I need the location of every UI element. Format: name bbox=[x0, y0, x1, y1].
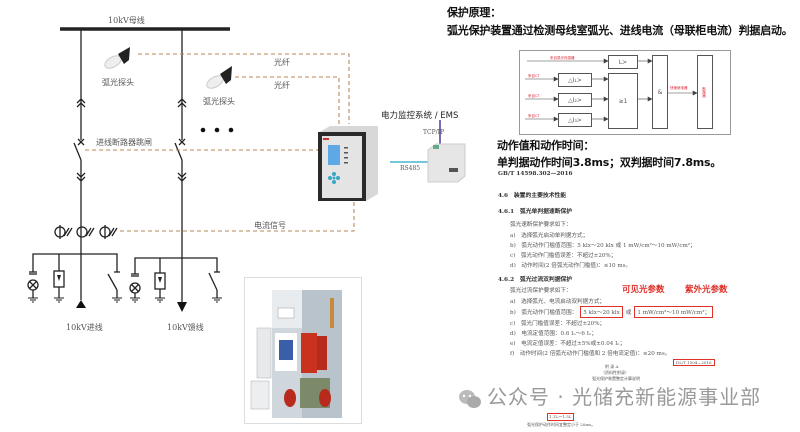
principle-description: 弧光保护装置通过检测母线室弧光、进线电流（母联柜电流）判据启动。 bbox=[447, 24, 793, 37]
wechat-icon bbox=[458, 388, 482, 410]
ct-input-label: 来自CT bbox=[528, 94, 540, 98]
incoming-label: 10kV进线 bbox=[66, 323, 103, 332]
principle-title: 保护原理： bbox=[447, 6, 501, 19]
protocol-converter bbox=[427, 143, 466, 183]
doc-text: f) 动作时间(2 倍弧光动作门槛值和 2 倍电流定值)：≤20 ms。 bbox=[510, 351, 671, 357]
doc-text: c) 弧光动作门槛值误差：不超过±20%； bbox=[510, 253, 617, 259]
doc-text: 弧光速断保护要求如下： bbox=[510, 222, 572, 228]
incoming-breaker bbox=[73, 142, 82, 161]
fiber-label: 光纤 bbox=[274, 81, 290, 90]
doc-text: 或 bbox=[625, 310, 632, 316]
more-feeders-dots bbox=[200, 127, 234, 133]
doc-text: b) 弧光动作门槛值范围： bbox=[510, 310, 578, 316]
uv-range: 1 mW/cm²～10 mW/cm²； bbox=[634, 306, 714, 318]
or-gate: ≥1 bbox=[608, 73, 638, 129]
feeder-arrow-icon bbox=[177, 302, 187, 312]
ct-input-label: 来自CT bbox=[528, 114, 540, 118]
fiber-line-1 bbox=[138, 53, 350, 124]
doc-text: a) 选择弧光启动单判据方式； bbox=[510, 233, 589, 239]
logic-block-diagram: 来自弧光传感器 来自CT 来自CT 来自CT L> △I₁> △I₂> △I₃>… bbox=[519, 50, 731, 135]
timing-description: 单判据动作时间3.8ms；双判据时间7.8ms。 bbox=[497, 156, 722, 169]
relay-label: 快速继电器 bbox=[670, 86, 688, 90]
arc-protection-relay bbox=[318, 126, 378, 201]
doc-section: 4.6.2 弧光过流双判据保护 bbox=[498, 277, 573, 283]
doc-section: 4.6.1 弧光单判据速断保护 bbox=[498, 209, 573, 215]
rs485-label: RS485 bbox=[400, 165, 421, 172]
current-block: △I₁> bbox=[558, 73, 592, 87]
current-block: △I₃> bbox=[558, 113, 592, 127]
doc-text: e) 电流定值误差：不超过±5%或±0.04 Iₙ； bbox=[510, 341, 626, 347]
current-block: △I₂> bbox=[558, 93, 592, 107]
doc-section: 4.6 装置的主要技术性能 bbox=[498, 193, 567, 199]
appendix-title: 附 录 A bbox=[605, 364, 619, 369]
arc-input-label: 来自弧光传感器 bbox=[550, 56, 575, 60]
single-line-diagram bbox=[27, 27, 466, 312]
ems-label: 电力监控系统 / EMS bbox=[381, 111, 459, 121]
arc-probe-icon bbox=[104, 47, 130, 69]
timing-title: 动作值和动作时间： bbox=[497, 139, 595, 152]
arc-probe-label: 弧光探头 bbox=[102, 78, 134, 87]
breaker-trip-label: 进线断路器跳闸 bbox=[96, 138, 152, 147]
doc-text: c) 弧光门槛值误差：不超过±20%； bbox=[510, 321, 606, 327]
doc-text: d) 动作时间(2 倍弧光动作门槛值)：≤10 ms。 bbox=[510, 263, 632, 269]
feeder-breaker bbox=[174, 142, 183, 161]
light-threshold-block: L> bbox=[608, 55, 638, 69]
and-gate: & bbox=[652, 55, 668, 129]
feeder-label: 10kV馈线 bbox=[167, 323, 204, 332]
visible-light-range: 5 klx～20 klx bbox=[580, 306, 623, 318]
incoming-arrow-icon bbox=[76, 300, 86, 308]
visible-light-annotation: 可见光参数 bbox=[622, 285, 665, 295]
busbar-label: 10kV母线 bbox=[108, 16, 145, 25]
ct-input-label: 来自CT bbox=[528, 74, 540, 78]
switchgear-photo bbox=[244, 277, 362, 424]
appendix-range: 1.1Iₑ～1.5Iₑ bbox=[547, 413, 574, 421]
current-signal-label: 电流信号 bbox=[254, 221, 286, 230]
arc-probe-icon bbox=[206, 66, 232, 89]
watermark: 公众号 · 光储充新能源事业部 bbox=[487, 385, 762, 409]
doc-header: GB/T 14598.302—2016 bbox=[498, 171, 573, 177]
appendix-subtitle: （资料性附录） bbox=[601, 370, 629, 375]
appendix-last: 弧光保护动作时间宜整定小于 20ms。 bbox=[527, 422, 596, 427]
doc-text: 弧光过流保护要求如下： bbox=[510, 288, 572, 294]
doc-text: a) 选择弧光、电流启动双判据方式； bbox=[510, 299, 606, 305]
fiber-label: 光纤 bbox=[274, 58, 290, 67]
doc-text: b) 弧光动作门槛值范围：5 klx～20 klx 或 1 mW/cm²～10 … bbox=[510, 243, 696, 249]
dl-standard-ref: DL/T 1504—2016 bbox=[673, 359, 715, 366]
tcpip-label: TCP/IP bbox=[423, 129, 445, 136]
doc-text: d) 电流定值范围：0.6 Iₙ～6 Iₙ； bbox=[510, 331, 597, 337]
uv-annotation: 紫外光参数 bbox=[685, 285, 728, 295]
arc-probe-label: 弧光探头 bbox=[203, 97, 235, 106]
fiber-line-2 bbox=[235, 76, 340, 124]
breaker-block: 断路器 bbox=[697, 55, 713, 129]
doc-threshold-row: b) 弧光动作门槛值范围： 5 klx～20 klx 或 1 mW/cm²～10… bbox=[510, 306, 714, 318]
current-transformers bbox=[54, 225, 118, 239]
current-signal-line bbox=[120, 202, 355, 232]
appendix-line: 弧光保护装置整定计算说明 bbox=[592, 376, 640, 381]
